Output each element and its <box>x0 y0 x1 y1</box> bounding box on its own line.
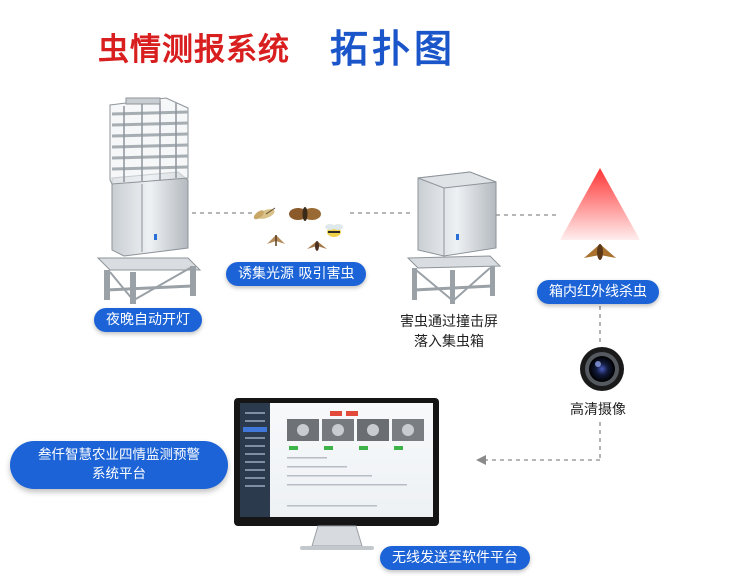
lure-light-label: 诱集光源 吸引害虫 <box>226 262 367 286</box>
hd-camera-label: 高清摄像 <box>570 402 626 418</box>
platform-label: 叁仟智慧农业四情监测预警 系统平台 <box>10 441 228 489</box>
arrow-head-icon <box>476 455 486 465</box>
connector-lines <box>192 212 601 461</box>
insect-group <box>253 207 343 251</box>
collection-box-icon <box>406 171 502 304</box>
infrared-kill-label: 箱内红外线杀虫 <box>537 280 659 304</box>
pests-fall-label-line1: 害虫通过撞击屏 <box>400 314 498 330</box>
insect-icon <box>325 224 343 237</box>
infrared-beam-icon <box>560 168 640 260</box>
platform-label-line2: 系统平台 <box>92 466 146 482</box>
insect-icon <box>307 241 327 251</box>
trap-device-icon <box>96 97 202 304</box>
title-main: 虫情测报系统 <box>98 32 290 68</box>
night-light-label: 夜晚自动开灯 <box>94 308 202 332</box>
title-highlight: 拓扑图 <box>330 27 457 71</box>
platform-label-line1: 叁仟智慧农业四情监测预警 <box>38 447 200 463</box>
insect-icon <box>253 207 276 220</box>
camera-icon <box>580 347 624 391</box>
insect-icon <box>289 207 321 221</box>
monitor-icon <box>234 398 439 550</box>
pests-fall-label-line2: 落入集虫箱 <box>414 334 484 350</box>
insect-icon <box>267 235 285 246</box>
insect-icon <box>584 244 616 260</box>
wireless-send-label: 无线发送至软件平台 <box>380 546 530 570</box>
